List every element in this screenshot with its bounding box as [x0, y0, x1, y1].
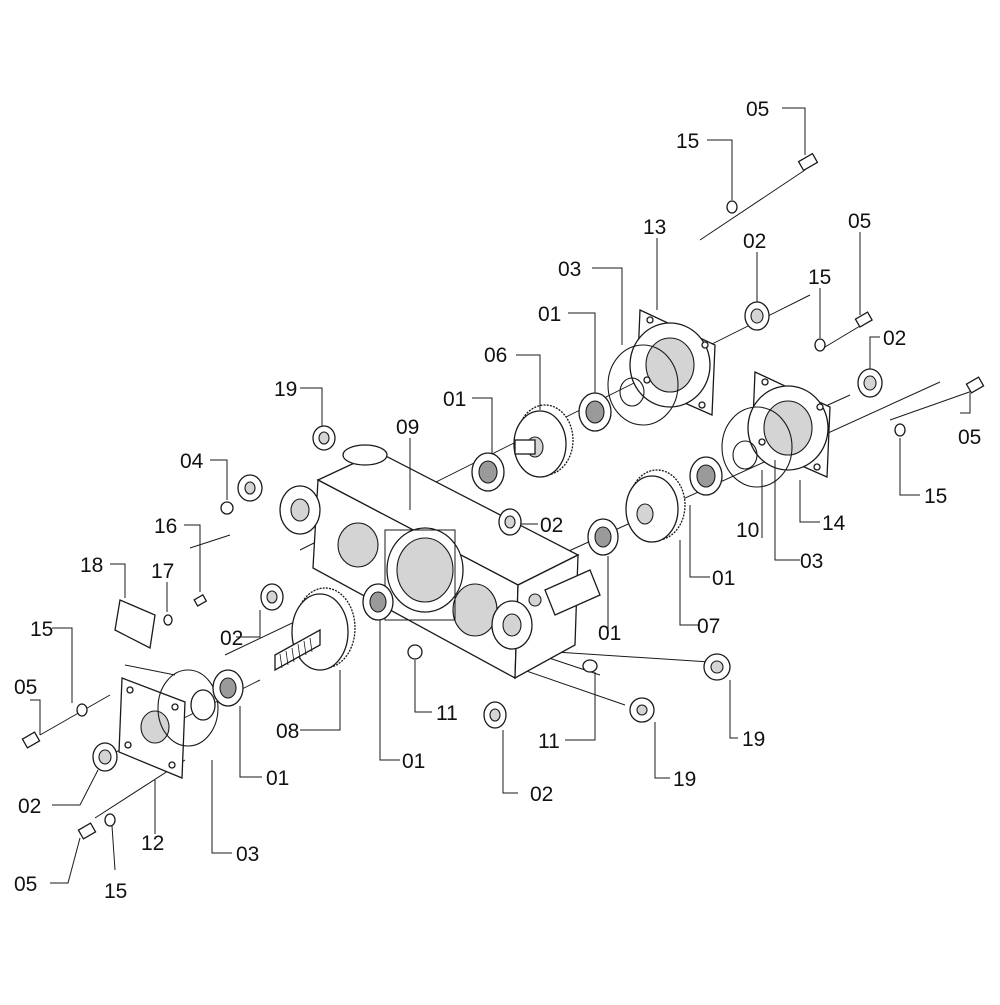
callout-01: 01: [598, 622, 621, 645]
callout-02: 02: [540, 514, 563, 537]
callout-15: 15: [104, 880, 127, 903]
housing-09: [279, 444, 601, 680]
callout-11: 11: [436, 702, 458, 725]
callout-18: 18: [80, 554, 103, 577]
callout-09: 09: [396, 416, 419, 439]
callout-02: 02: [883, 327, 906, 350]
callout-04: 04: [180, 450, 204, 473]
callout-02: 02: [743, 230, 766, 253]
callout-15: 15: [30, 618, 53, 641]
callout-05: 05: [746, 98, 769, 121]
gear-07: [625, 469, 686, 543]
callout-05: 05: [958, 426, 981, 449]
callout-19: 19: [274, 378, 297, 401]
bearings-01: [212, 392, 723, 707]
bolts-05: [21, 152, 985, 840]
callout-11: 11: [538, 730, 560, 753]
callout-01: 01: [443, 388, 466, 411]
callout-01: 01: [402, 750, 425, 773]
leader-lines: [30, 107, 971, 884]
seals-02: [92, 301, 883, 772]
plate-18: [114, 599, 156, 649]
callout-19: 19: [673, 768, 696, 791]
callout-03: 03: [558, 258, 581, 281]
callout-06: 06: [484, 344, 507, 367]
callout-05: 05: [848, 210, 871, 233]
callout-15: 15: [676, 130, 699, 153]
bushings: [220, 425, 731, 723]
callout-15: 15: [924, 485, 947, 508]
callout-03: 03: [800, 550, 823, 573]
callout-03: 03: [236, 843, 259, 866]
gear-06: [513, 404, 574, 478]
gear-08: [274, 587, 356, 672]
callout-05: 05: [14, 873, 37, 896]
callout-05: 05: [14, 676, 37, 699]
o-rings: [157, 344, 793, 747]
callout-12: 12: [141, 832, 164, 855]
callout-01: 01: [538, 303, 561, 326]
washers-15: [76, 200, 906, 827]
bearing-cover-13: [629, 308, 716, 416]
callout-16: 16: [154, 515, 177, 538]
callout-10: 10: [736, 519, 759, 542]
callout-02: 02: [220, 627, 243, 650]
callout-01: 01: [266, 767, 289, 790]
callout-08: 08: [276, 720, 299, 743]
bearing-cover-14: [747, 370, 831, 478]
callout-01: 01: [712, 567, 735, 590]
flange-12: [118, 677, 186, 779]
callout-labels: 05 15 13 02 05 03 01 15 02 06 19 01 09 0…: [14, 98, 981, 903]
callout-02: 02: [530, 783, 553, 806]
callout-19: 19: [742, 728, 765, 751]
callout-17: 17: [151, 560, 174, 583]
callout-07: 07: [697, 615, 720, 638]
callout-02: 02: [18, 795, 41, 818]
callout-14: 14: [822, 512, 846, 535]
callout-13: 13: [643, 216, 666, 239]
callout-15: 15: [808, 266, 831, 289]
